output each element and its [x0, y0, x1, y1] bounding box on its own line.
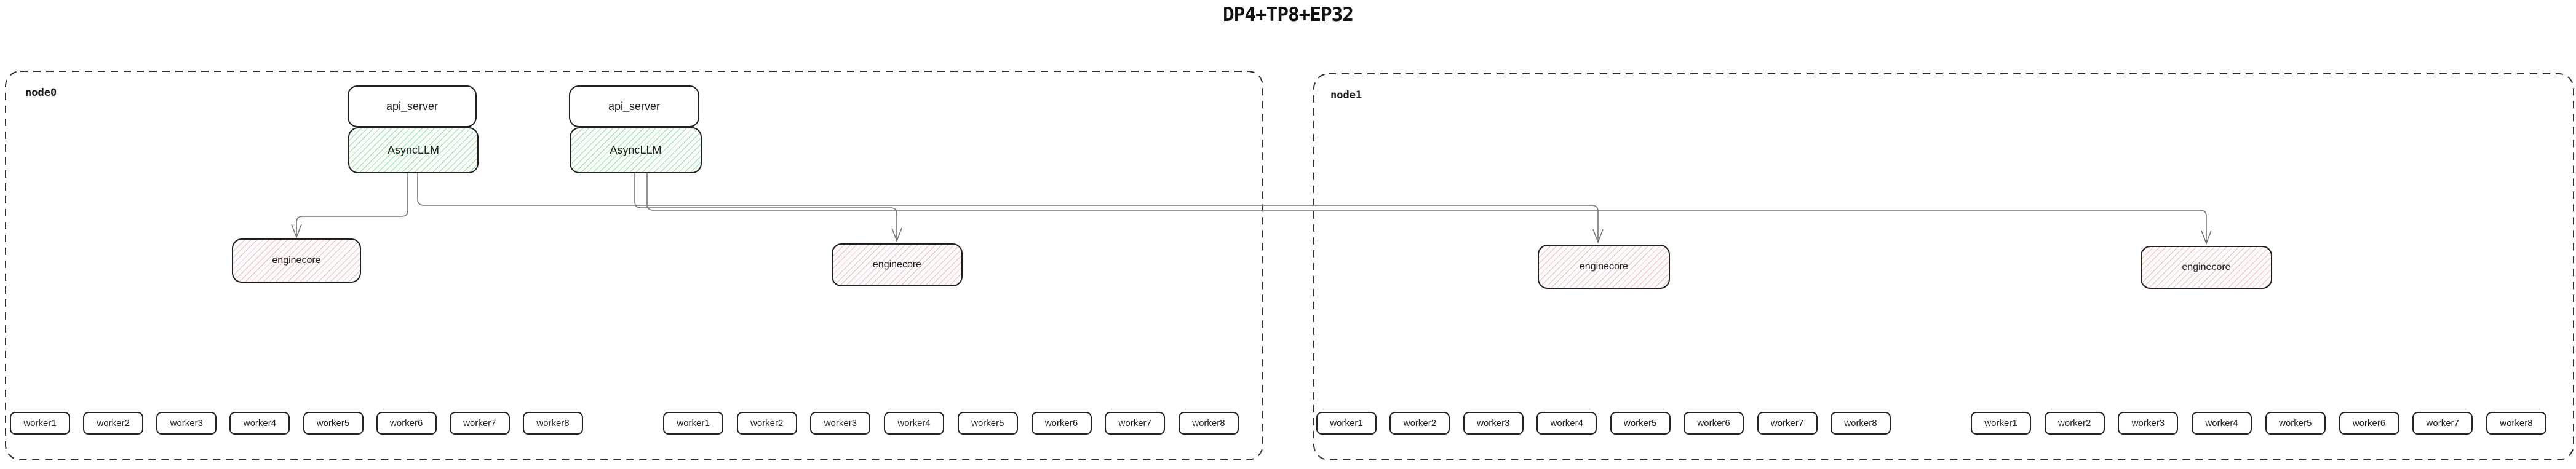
worker-box: worker2	[83, 412, 144, 435]
worker-group: worker1 worker2 worker3 worker4 worker5 worke…	[663, 412, 1239, 435]
worker-box: worker6	[2339, 412, 2399, 435]
worker-box: worker4	[1536, 412, 1597, 435]
arrowhead-icon	[2201, 230, 2212, 245]
worker-box: worker6	[376, 412, 437, 435]
worker-box: worker1	[1316, 412, 1377, 435]
edge-asyncllm1-enginecore3	[417, 173, 1599, 241]
worker-box: worker1	[663, 412, 723, 435]
worker-box: worker2	[1389, 412, 1450, 435]
worker-box: worker8	[1830, 412, 1891, 435]
worker-group: worker1 worker2 worker3 worker4 worker5 worke…	[10, 412, 583, 435]
enginecore-box: enginecore	[832, 243, 963, 286]
asyncllm-box: AsyncLLM	[348, 127, 479, 173]
asyncllm-box: AsyncLLM	[570, 127, 702, 173]
worker-box: worker3	[2118, 412, 2179, 435]
edge-asyncllm2-enginecore4	[646, 173, 2207, 242]
api-server-box: api_server	[348, 85, 477, 127]
worker-box: worker7	[2412, 412, 2473, 435]
worker-box: worker2	[2044, 412, 2105, 435]
asyncllm-label: AsyncLLM	[387, 144, 440, 156]
worker-box: worker5	[1610, 412, 1671, 435]
asyncllm-label: AsyncLLM	[610, 144, 662, 156]
node0-label: node0	[25, 87, 57, 99]
node0-boundary	[5, 71, 1263, 460]
worker-box: worker7	[1105, 412, 1166, 435]
enginecore-label: enginecore	[272, 255, 321, 266]
arrowhead-icon	[1592, 229, 1604, 244]
api-server-box: api_server	[569, 85, 699, 127]
worker-group: worker1 worker2 worker3 worker4 worker5 worke…	[1971, 412, 2546, 435]
enginecore-label: enginecore	[872, 259, 922, 270]
worker-box: worker7	[1757, 412, 1818, 435]
worker-box: worker5	[303, 412, 364, 435]
worker-box: worker1	[1971, 412, 2031, 435]
enginecore-label: enginecore	[1579, 261, 1629, 272]
arrowhead-icon	[291, 224, 302, 239]
api-server-label: api_server	[608, 100, 661, 112]
enginecore-label: enginecore	[2182, 262, 2231, 272]
worker-box: worker4	[884, 412, 945, 435]
worker-box: worker5	[2265, 412, 2326, 435]
node1-boundary	[1313, 73, 2574, 460]
worker-box: worker8	[1178, 412, 1239, 435]
diagram-title: DP4+TP8+EP32	[1223, 4, 1354, 26]
edge-asyncllm2-enginecore2	[634, 173, 897, 240]
worker-box: worker6	[1684, 412, 1744, 435]
worker-box: worker1	[10, 412, 70, 435]
api-server-label: api_server	[386, 100, 439, 112]
worker-group: worker1 worker2 worker3 worker4 worker5 worke…	[1316, 412, 1891, 435]
worker-box: worker3	[156, 412, 217, 435]
worker-box: worker2	[736, 412, 797, 435]
enginecore-box: enginecore	[2141, 246, 2272, 289]
worker-box: worker3	[1463, 412, 1524, 435]
worker-box: worker8	[2486, 412, 2546, 435]
worker-box: worker6	[1031, 412, 1092, 435]
enginecore-box: enginecore	[1538, 245, 1670, 289]
node1-label: node1	[1330, 89, 1362, 101]
worker-box: worker7	[449, 412, 510, 435]
worker-box: worker8	[522, 412, 583, 435]
arrowhead-icon	[891, 227, 902, 243]
worker-box: worker5	[957, 412, 1018, 435]
enginecore-box: enginecore	[232, 238, 361, 283]
worker-box: worker3	[810, 412, 871, 435]
worker-box: worker4	[229, 412, 290, 435]
worker-box: worker4	[2192, 412, 2252, 435]
edge-asyncllm1-enginecore1	[296, 173, 408, 236]
